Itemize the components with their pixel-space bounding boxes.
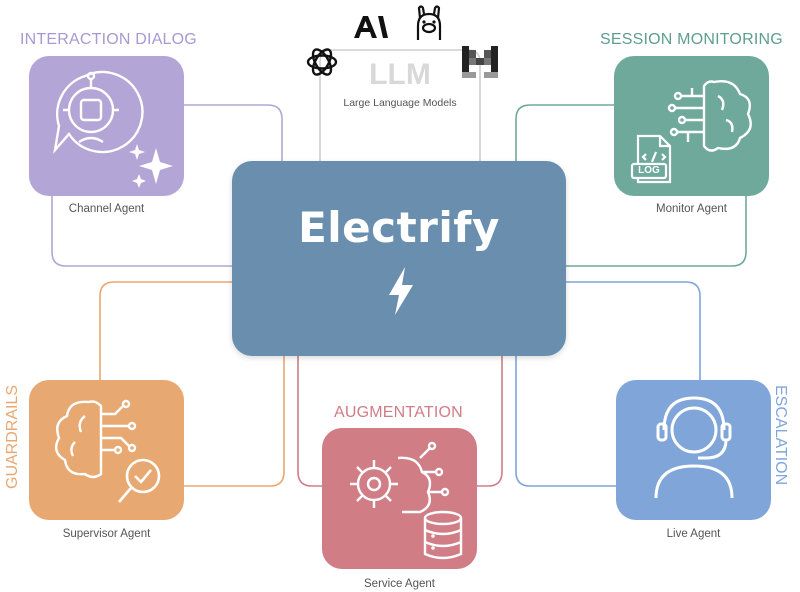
gear-brain-icon xyxy=(350,441,450,514)
channel-agent-card[interactable] xyxy=(29,56,184,196)
sparkle-icon xyxy=(129,144,173,188)
brain-circuit-icon xyxy=(54,399,137,479)
monitor-agent-card[interactable]: LOG xyxy=(614,56,769,196)
llm-title: LLM xyxy=(369,58,431,91)
escalation-heading: ESCALATION xyxy=(772,385,789,486)
monitoring-heading: SESSION MONITORING xyxy=(600,31,783,48)
augmentation-connector xyxy=(297,356,322,487)
lightning-bolt-icon xyxy=(389,267,413,315)
anthropic-logo-icon xyxy=(354,16,388,38)
augmentation-heading: AUGMENTATION xyxy=(334,404,463,421)
live-agent-label: Live Agent xyxy=(666,528,721,540)
monitoring-connector xyxy=(515,104,614,162)
database-icon xyxy=(423,510,463,560)
interaction-connector-lower xyxy=(51,194,232,267)
live-agent-card[interactable] xyxy=(616,380,771,520)
guardrails-heading: GUARDRAILS xyxy=(4,384,21,489)
openai-logo-icon xyxy=(306,48,338,76)
monitor-agent-label: Monitor Agent xyxy=(656,203,727,215)
log-file-icon xyxy=(630,134,672,184)
log-label: LOG xyxy=(638,165,660,176)
supervisor-agent-label: Supervisor Agent xyxy=(62,528,151,540)
escalation-connector-lower xyxy=(515,356,616,487)
service-agent-card[interactable] xyxy=(322,428,477,569)
guardrails-connector-lower xyxy=(184,356,285,487)
supervisor-agent-card[interactable] xyxy=(29,380,184,520)
interaction-heading: INTERACTION DIALOG xyxy=(20,31,197,48)
electrify-title: Electrify xyxy=(298,203,500,252)
monitoring-connector-lower xyxy=(566,194,747,267)
mistral-logo-icon xyxy=(462,46,498,78)
magnifier-check-icon xyxy=(118,458,161,503)
channel-agent-label: Channel Agent xyxy=(68,203,145,215)
electrify-hub[interactable]: Electrify xyxy=(232,161,566,356)
service-agent-label: Service Agent xyxy=(364,578,435,590)
circuit-brain-icon xyxy=(667,80,752,152)
headset-person-icon xyxy=(654,396,734,499)
augmentation-connector-right xyxy=(476,356,503,487)
llm-connector xyxy=(319,49,481,162)
escalation-connector xyxy=(566,281,701,380)
interaction-connector xyxy=(184,104,283,162)
llm-subtitle: Large Language Models xyxy=(343,97,457,109)
ollama-llama-icon xyxy=(416,5,442,40)
guardrails-connector xyxy=(99,281,232,380)
chat-robot-icon xyxy=(53,70,144,154)
